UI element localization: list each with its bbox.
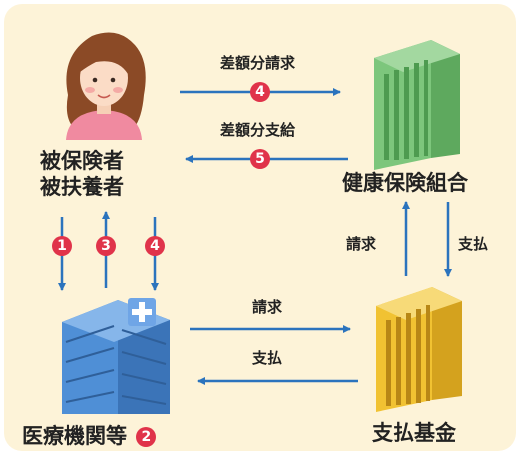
insured-label: 被保険者 被扶養者 (40, 148, 124, 200)
insurer-label: 健康保険組合 (342, 171, 468, 195)
fund-label: 支払基金 (372, 421, 456, 445)
right-payment-label: 支払 (458, 235, 489, 253)
left-step-badge-4: 4 (145, 236, 165, 256)
bottom-request-label: 請求 (252, 298, 283, 316)
medical-building-icon (62, 298, 170, 414)
person-icon (66, 32, 146, 140)
top-payment-step-badge: 5 (250, 149, 270, 169)
fund-building-icon (376, 287, 462, 412)
left-step-badge-1: 1 (52, 236, 72, 256)
top-payment-label: 差額分支給 (220, 121, 296, 139)
bottom-payment-label: 支払 (252, 349, 283, 367)
insured-label-line1: 被保険者 (40, 149, 124, 173)
insured-label-line2: 被扶養者 (40, 175, 124, 199)
top-request-label: 差額分請求 (220, 54, 296, 72)
medical-step-badge: 2 (136, 427, 157, 447)
top-request-step-badge: 4 (250, 82, 270, 102)
medical-label: 医療機関等 2 (22, 423, 157, 449)
medical-label-text: 医療機関等 (22, 424, 127, 448)
left-step-badge-3: 3 (96, 236, 116, 256)
right-request-label: 請求 (346, 235, 377, 253)
insurer-building-icon (374, 40, 460, 170)
